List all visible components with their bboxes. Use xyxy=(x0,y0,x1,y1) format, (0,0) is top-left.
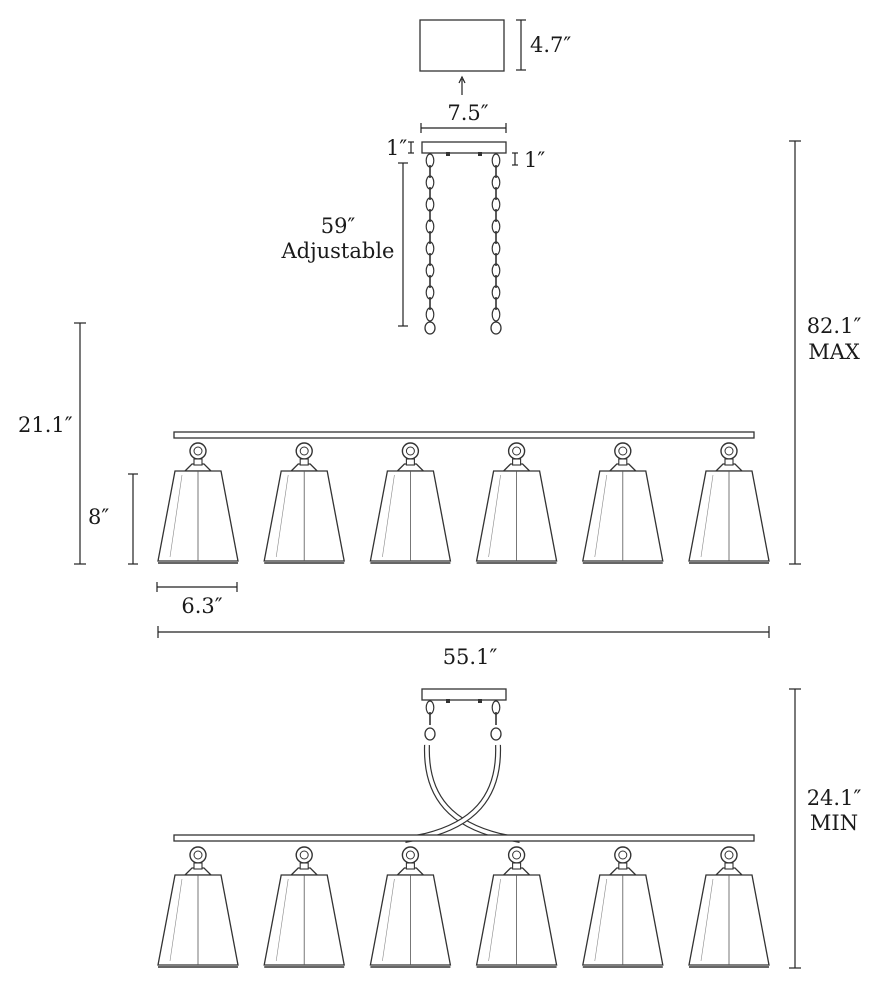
pendant-shade xyxy=(582,442,664,564)
min-height-label: 24.1″ xyxy=(807,786,862,810)
pendant-shade xyxy=(157,846,239,968)
body-height-dimension: 21.1″ xyxy=(18,322,86,565)
chain-left-short xyxy=(424,700,436,741)
shade-width-label: 6.3″ xyxy=(181,594,222,618)
min-fixture xyxy=(157,688,770,968)
pendant-shade xyxy=(475,442,558,564)
shade-row xyxy=(157,442,770,564)
body-height-label: 21.1″ xyxy=(18,413,73,437)
pendant-shade xyxy=(688,846,770,968)
chain-right-short xyxy=(490,700,502,741)
pendant-shade xyxy=(582,846,664,968)
pendant-shade xyxy=(263,442,345,564)
chain-length-label: 59″ xyxy=(321,214,356,238)
pendant-shade xyxy=(263,846,345,968)
chain-note-label: Adjustable xyxy=(281,239,395,263)
shade-height-label: 8″ xyxy=(88,505,109,529)
pendant-shade xyxy=(369,442,452,564)
overall-width-label: 55.1″ xyxy=(443,645,498,669)
shade-height-dimension: 8″ xyxy=(88,473,138,565)
arrow-up-icon xyxy=(458,75,466,95)
pendant-shade xyxy=(157,442,239,564)
plate-left-label: 1″ xyxy=(386,136,407,160)
canopy-height-dimension: 4.7″ xyxy=(516,19,571,71)
min-height-dimension: 24.1″ MIN xyxy=(789,688,862,969)
max-label: MAX xyxy=(808,340,860,364)
canopy-width-dimension xyxy=(420,123,507,133)
chain-left xyxy=(424,153,436,335)
plate-left-dimension: 1″ xyxy=(386,136,414,160)
max-fixture xyxy=(157,141,770,564)
chain-right xyxy=(490,153,502,335)
min-label: MIN xyxy=(810,811,858,835)
chain-length-dimension: 59″ Adjustable xyxy=(281,162,408,327)
canopy-height-label: 4.7″ xyxy=(530,33,571,57)
shade-width-dimension: 6.3″ xyxy=(156,582,238,618)
pendant-shade xyxy=(475,846,558,968)
shade-row xyxy=(157,846,770,968)
max-height-dimension: 82.1″ MAX xyxy=(789,140,862,565)
canopy-box xyxy=(419,19,505,72)
overall-width-dimension: 55.1″ xyxy=(157,626,770,669)
plate-right-dimension: 1″ xyxy=(512,148,545,172)
canopy-width-label: 7.5″ xyxy=(447,101,488,125)
pendant-shade xyxy=(688,442,770,564)
pendant-shade xyxy=(369,846,452,968)
plate-right-label: 1″ xyxy=(524,148,545,172)
max-height-label: 82.1″ xyxy=(807,314,862,338)
